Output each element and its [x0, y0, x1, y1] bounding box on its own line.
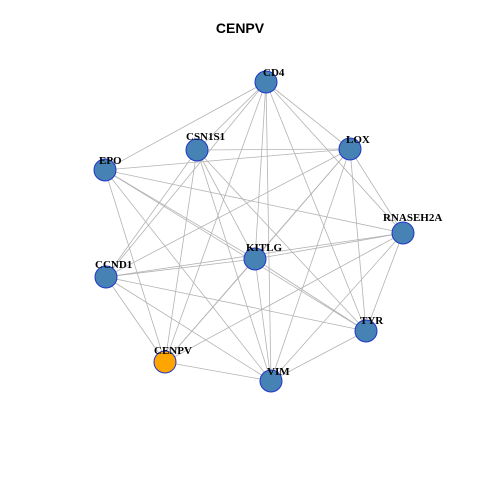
node-cenpv [153, 350, 177, 374]
node-tyr [354, 319, 378, 343]
edge-cd4-tyr [265, 81, 367, 332]
node-ccnd1 [94, 265, 118, 289]
node-layer [93, 70, 415, 393]
node-label-cenpv: CENPV [154, 345, 192, 357]
node-label-ccnd1: CCND1 [95, 259, 132, 271]
edge-rnaseh2a-kitlg [254, 232, 404, 260]
node-label-cd4: CD4 [263, 67, 285, 79]
node-kitlg [243, 247, 267, 271]
node-lox [338, 137, 362, 161]
edge-tyr-vim [270, 330, 367, 382]
edge-kitlg-vim [254, 258, 272, 382]
node-label-csn1s1: CSN1S1 [186, 131, 225, 143]
edge-lox-rnaseh2a [349, 148, 404, 234]
edge-cd4-csn1s1 [196, 81, 267, 151]
node-label-tyr: TYR [360, 315, 384, 327]
chart-title: CENPV [215, 20, 265, 36]
edge-cd4-epo [104, 81, 267, 171]
edge-kitlg-tyr [254, 258, 367, 332]
node-label-kitlg: KITLG [246, 242, 283, 254]
node-label-lox: LOX [346, 134, 370, 146]
edge-csn1s1-tyr [196, 149, 367, 332]
edge-lox-epo [104, 148, 351, 171]
edge-cd4-cenpv [164, 81, 267, 363]
edge-cd4-kitlg [254, 81, 267, 260]
edge-layer [104, 81, 404, 382]
edge-epo-cenpv [104, 169, 166, 363]
edge-csn1s1-vim [196, 149, 272, 382]
edge-csn1s1-cenpv [164, 149, 198, 363]
node-epo [93, 158, 117, 182]
edge-epo-tyr [104, 169, 367, 332]
node-csn1s1 [185, 138, 209, 162]
edge-cd4-ccnd1 [105, 81, 267, 278]
edge-epo-vim [104, 169, 272, 382]
edge-lox-vim [270, 148, 351, 382]
edge-rnaseh2a-vim [270, 232, 404, 382]
edge-csn1s1-kitlg [196, 149, 256, 260]
node-label-rnaseh2a: RNASEH2A [383, 212, 442, 224]
edge-lox-ccnd1 [105, 148, 351, 278]
edge-epo-rnaseh2a [104, 169, 404, 234]
edge-rnaseh2a-cenpv [164, 232, 404, 363]
edge-rnaseh2a-tyr [365, 232, 404, 332]
edge-cenpv-vim [164, 361, 272, 382]
edge-epo-kitlg [104, 169, 256, 260]
node-rnaseh2a [391, 221, 415, 245]
node-vim [259, 369, 283, 393]
node-label-vim: VIM [267, 366, 290, 378]
edge-ccnd1-tyr [105, 276, 367, 332]
edge-csn1s1-ccnd1 [105, 149, 198, 278]
node-label-epo: EPO [99, 155, 122, 167]
edge-ccnd1-vim [105, 276, 272, 382]
edge-kitlg-ccnd1 [105, 258, 256, 278]
edge-csn1s1-lox [196, 148, 351, 151]
edge-cd4-vim [265, 81, 272, 382]
node-cd4 [254, 70, 278, 94]
edge-ccnd1-cenpv [105, 276, 166, 363]
edge-kitlg-cenpv [164, 258, 256, 363]
edge-cd4-lox [265, 81, 351, 150]
